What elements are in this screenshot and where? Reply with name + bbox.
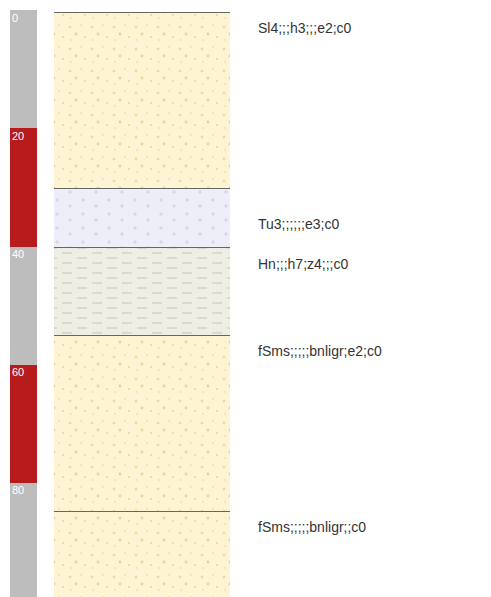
depth-mark: 40: [12, 248, 24, 261]
layer-code: fSms;;;;;bnligr;;c0: [258, 519, 366, 536]
layer-code: Tu3;;;;;;e3;c0: [258, 216, 339, 233]
layer-boundaries: [54, 13, 230, 512]
layer-code: Sl4;;;h3;;;e2;c0: [258, 20, 351, 37]
soil-layers: [54, 12, 230, 597]
depth-mark: 60: [12, 366, 24, 379]
layer-code: Hn;;;h7;z4;;;c0: [258, 256, 348, 273]
depth-mark: 20: [12, 130, 24, 143]
depth-mark: 80: [12, 484, 24, 497]
depth-scale: [10, 10, 37, 597]
depth-mark: 0: [12, 12, 18, 25]
layer-code: fSms;;;;;bnligr;e2;c0: [258, 343, 382, 360]
